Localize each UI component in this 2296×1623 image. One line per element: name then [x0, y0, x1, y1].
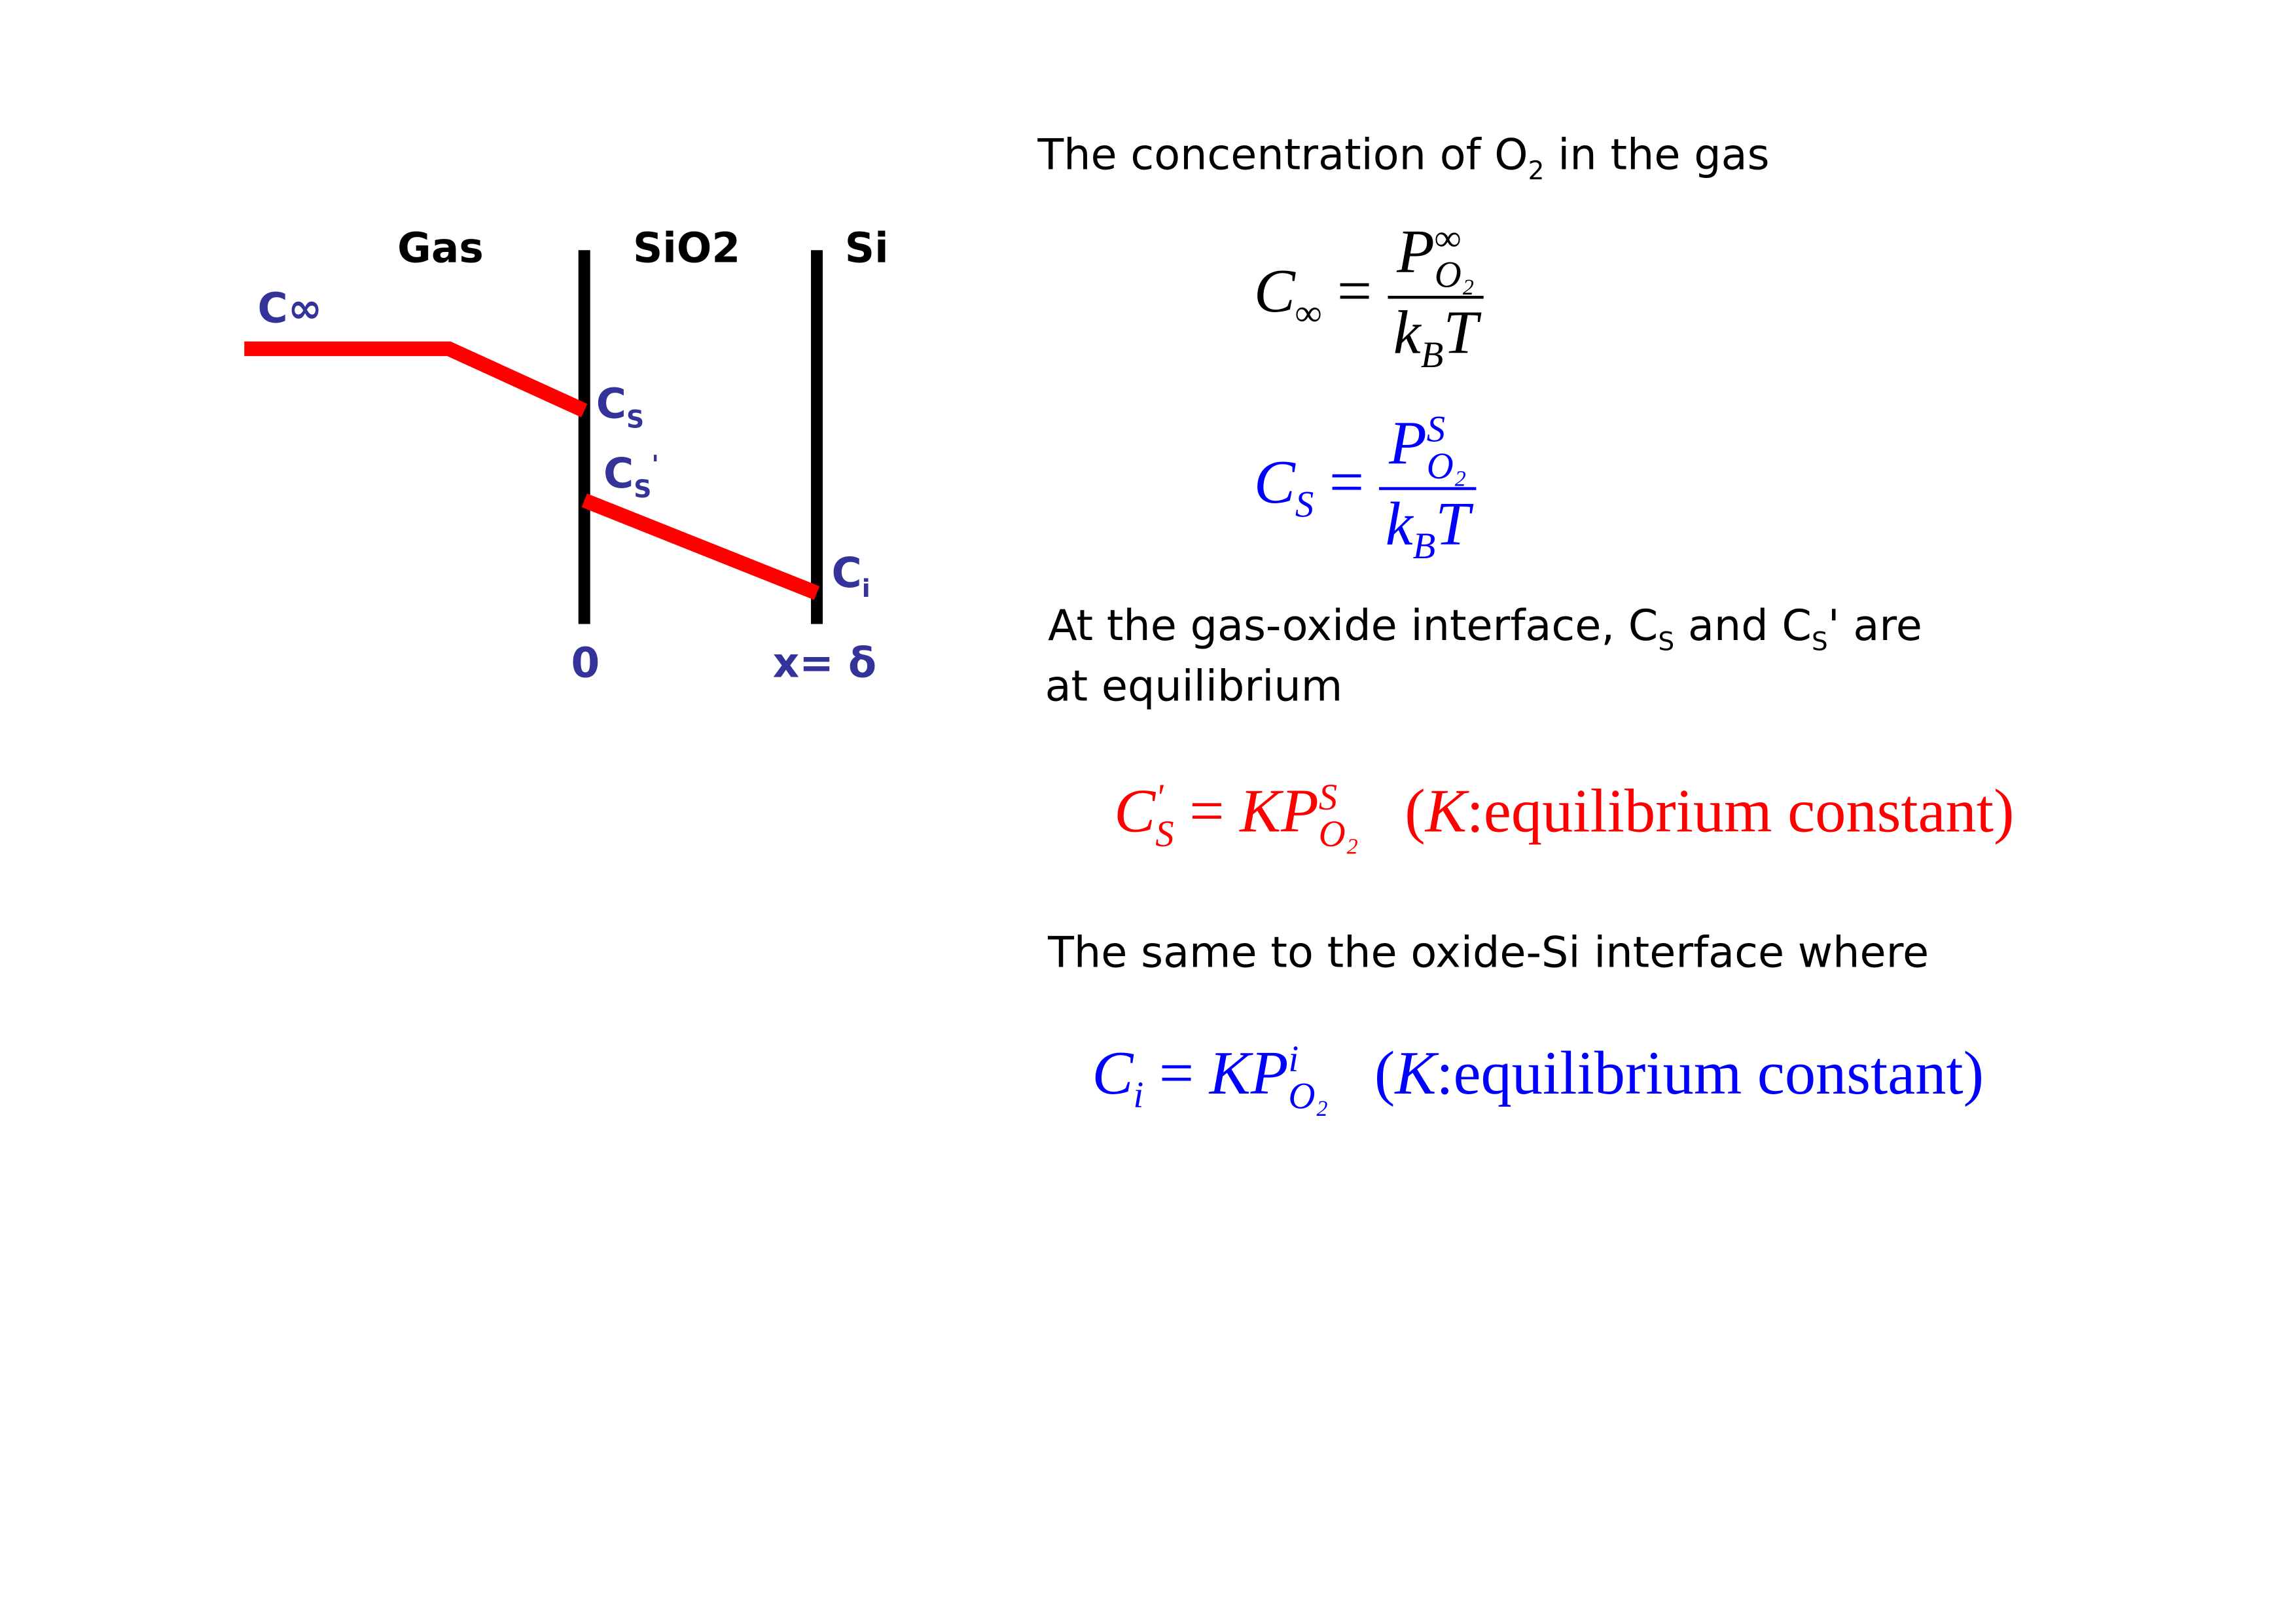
- c-s-prime-label: CS': [603, 448, 659, 503]
- delta-label: x= δ: [772, 638, 877, 688]
- intro-text: The concentration of O2 in the gas: [1037, 129, 1770, 187]
- interface-text-line1: At the gas-oxide interface, CS and CS' a…: [1048, 600, 1922, 658]
- origin-label: 0: [571, 638, 600, 688]
- concentration-profile-diagram: [244, 250, 823, 624]
- gas-concentration-profile: [244, 341, 588, 418]
- sio2-label: SiO2: [632, 223, 741, 273]
- interface-text-line2: at equilibrium: [1045, 660, 1343, 711]
- c-infinity-label: C∞: [257, 283, 323, 333]
- gas-label: Gas: [397, 223, 484, 273]
- c-i-label: Ci: [831, 548, 870, 603]
- si-label: Si: [844, 223, 889, 273]
- oxide-si-text: The same to the oxide-Si interface where: [1048, 927, 1929, 978]
- oxide-concentration-profile: [581, 493, 820, 600]
- c-s-label: CS: [596, 380, 645, 434]
